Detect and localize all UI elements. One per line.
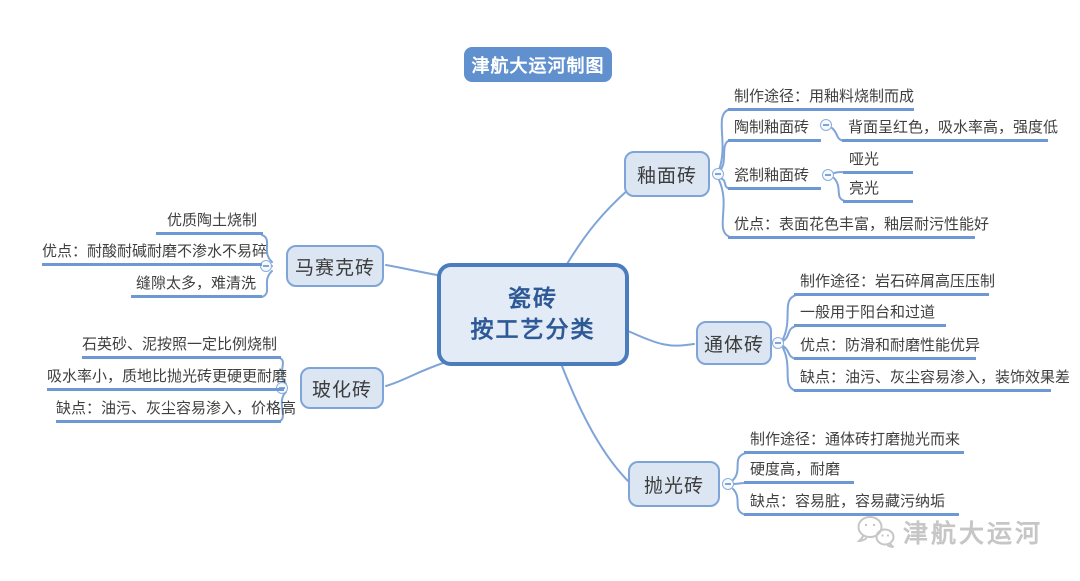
collapse-icon-glazed[interactable]	[712, 168, 724, 180]
leaf-glazed-pros[interactable]: 优点：表面花色丰富，釉层耐污性能好	[728, 214, 989, 239]
leaf-mosaic-method[interactable]: 优质陶土烧制	[156, 210, 263, 235]
topic-vitrified-tile[interactable]: 玻化砖	[300, 367, 384, 409]
leaf-polished-cons[interactable]: 缺点：容易脏，容易藏污纳垢	[744, 491, 959, 516]
collapse-icon-polished[interactable]	[722, 478, 734, 490]
leaf-vitrified-cons[interactable]: 缺点：油污、灰尘容易渗入，价格高	[56, 398, 296, 423]
collapse-icon-ceramic-glazed[interactable]	[820, 119, 832, 131]
connector-center-tongti	[627, 330, 695, 347]
leaf-fullbody-cons[interactable]: 缺点：油污、灰尘容易渗入，装饰效果差	[794, 367, 1070, 392]
leaf-polished-feature[interactable]: 硬度高，耐磨	[744, 459, 854, 484]
watermark: 津航大运河	[855, 514, 1043, 550]
leaf-glazed-ceramic-detail[interactable]: 背面呈红色，吸水率高，强度低	[842, 117, 1058, 142]
leaf-mosaic-pros[interactable]: 优点：耐酸耐碱耐磨不渗水不易碎	[42, 241, 267, 266]
leaf-glazed-matte[interactable]: 哑光	[843, 149, 913, 174]
wechat-icon	[856, 516, 895, 548]
central-topic-line1: 瓷砖	[508, 285, 558, 312]
connector-center-paoguang	[561, 365, 632, 485]
leaf-glazed-porcelain[interactable]: 瓷制釉面砖	[728, 165, 821, 190]
central-topic-line2: 按工艺分类	[470, 316, 596, 343]
leaf-mosaic-cons[interactable]: 缝隙太多，难清洗	[131, 273, 262, 298]
leaf-glazed-method[interactable]: 制作途径：用釉料烧制而成	[728, 86, 914, 111]
leaf-fullbody-usage[interactable]: 一般用于阳台和过道	[794, 302, 946, 327]
collapse-icon-porcelain-glazed[interactable]	[822, 169, 834, 181]
connector-center-youmian	[566, 187, 631, 265]
leaf-glazed-glossy[interactable]: 亮光	[843, 178, 913, 203]
topic-full-body-tile[interactable]: 通体砖	[696, 321, 772, 365]
connector-masaike-cons	[261, 270, 273, 298]
topic-glazed-tile[interactable]: 釉面砖	[624, 151, 710, 197]
connector-center-bohua	[385, 361, 447, 387]
leaf-fullbody-pros[interactable]: 优点：防滑和耐磨性能优异	[794, 335, 980, 360]
leaf-fullbody-method[interactable]: 制作途径：岩石碎屑高压压制	[794, 271, 995, 296]
author-badge[interactable]: 津航大运河制图	[464, 47, 612, 82]
watermark-label: 津航大运河	[903, 519, 1044, 548]
collapse-icon-full-body[interactable]	[772, 337, 784, 349]
topic-mosaic-tile[interactable]: 马赛克砖	[286, 245, 384, 287]
leaf-glazed-ceramic[interactable]: 陶制釉面砖	[728, 117, 821, 142]
topic-polished-tile[interactable]: 抛光砖	[628, 461, 720, 507]
collapse-icon-mosaic[interactable]	[260, 260, 272, 272]
central-topic[interactable]: 瓷砖 按工艺分类	[437, 263, 629, 366]
connector-center-masaike	[385, 264, 438, 276]
leaf-vitrified-feature[interactable]: 吸水率小，质地比抛光砖更硬更耐磨	[47, 366, 287, 391]
leaf-vitrified-method[interactable]: 石英砂、泥按照一定比例烧制	[82, 334, 281, 359]
leaf-polished-method[interactable]: 制作途径：通体砖打磨抛光而来	[744, 429, 964, 454]
